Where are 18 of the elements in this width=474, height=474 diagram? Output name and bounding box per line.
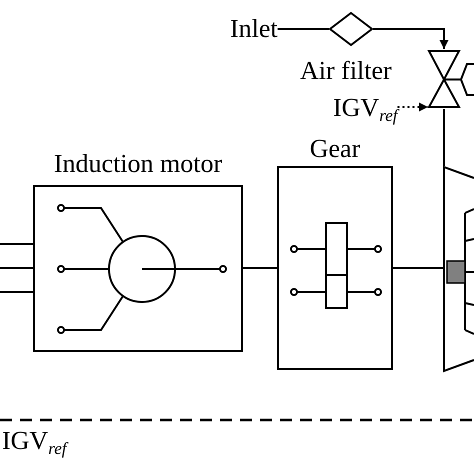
connector-line bbox=[443, 109, 445, 166]
filter-diamond bbox=[329, 12, 373, 46]
block-heading: Gear bbox=[310, 134, 360, 164]
flow-label: Inlet bbox=[230, 14, 278, 44]
filter-caption: Air filter bbox=[300, 56, 392, 86]
connector-line bbox=[393, 267, 443, 269]
signal-label: IGV$_{ref}$ bbox=[333, 93, 398, 123]
arrow bbox=[373, 28, 448, 49]
block-heading: Induction motor bbox=[54, 149, 222, 179]
connector-line bbox=[0, 267, 33, 269]
signal-label: IGV$_{ref}$ bbox=[2, 426, 66, 456]
connector-line bbox=[0, 291, 33, 293]
compressor-housing bbox=[443, 166, 474, 372]
valve-symbol bbox=[428, 49, 474, 109]
connector-line bbox=[278, 28, 329, 30]
dotted-arrow bbox=[397, 102, 428, 112]
connector-line bbox=[243, 267, 277, 269]
connector-line bbox=[0, 243, 33, 245]
